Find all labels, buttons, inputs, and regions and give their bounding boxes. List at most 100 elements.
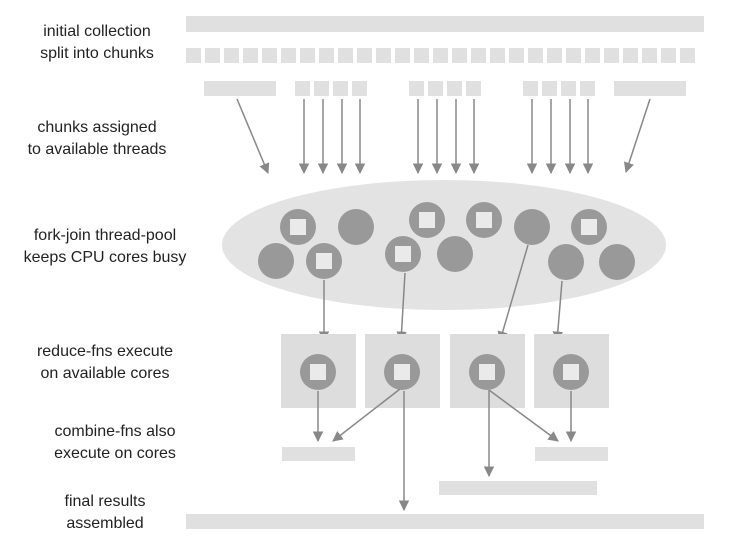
chunk-square	[680, 48, 695, 63]
chunk-square	[566, 48, 581, 63]
chunk-small	[447, 81, 462, 96]
chunk-small	[561, 81, 576, 96]
chunk-small	[542, 81, 557, 96]
core-idle	[599, 244, 635, 280]
chunk-square	[471, 48, 486, 63]
stage-label-line: execute on cores	[54, 445, 176, 462]
combine-result-bar	[535, 447, 608, 461]
chunk-row	[186, 48, 695, 63]
stage-label-combine: combine-fns also execute on cores	[25, 421, 205, 465]
stage-label-line: initial collection	[43, 23, 151, 40]
chunk-square	[224, 48, 239, 63]
chunk-square	[376, 48, 391, 63]
stage-label-line: chunks assigned	[37, 119, 157, 136]
combine-arrow	[488, 389, 559, 442]
stage-label-split: initial collection split into chunks	[7, 21, 187, 65]
chunk-small	[295, 81, 310, 96]
reduce-box	[534, 334, 609, 408]
chunk-small	[314, 81, 329, 96]
task-icon	[310, 364, 326, 380]
chunk-small	[466, 81, 481, 96]
stage-label-line: reduce-fns execute	[36, 343, 174, 360]
chunk-small	[352, 81, 367, 96]
chunk-group-right	[614, 81, 686, 96]
core-busy	[385, 236, 421, 272]
chunk-square	[395, 48, 410, 63]
chunk-square	[433, 48, 448, 63]
chunk-square	[414, 48, 429, 63]
reduce-box	[365, 334, 440, 408]
task-icon	[395, 246, 411, 262]
dispatch-arrow	[497, 244, 529, 343]
chunk-small	[409, 81, 424, 96]
chunk-small	[333, 81, 348, 96]
chunk-square	[528, 48, 543, 63]
core-idle	[338, 209, 374, 245]
chunk-square	[205, 48, 220, 63]
stage-label-line: to available threads	[27, 141, 167, 158]
combine-arrow	[332, 388, 401, 442]
chunk-square	[490, 48, 505, 63]
task-icon	[476, 212, 492, 228]
assign-arrow	[236, 98, 270, 174]
task-icon	[290, 219, 306, 235]
pool-cores	[258, 202, 635, 280]
chunk-square	[604, 48, 619, 63]
core-idle	[514, 209, 550, 245]
chunk-square	[452, 48, 467, 63]
chunk-square	[623, 48, 638, 63]
chunk-large	[204, 81, 276, 96]
reduce-box	[450, 334, 525, 408]
chunk-small	[428, 81, 443, 96]
chunk-small	[580, 81, 595, 96]
stage-label-line: assembled	[66, 515, 144, 532]
chunk-square	[585, 48, 600, 63]
chunk-square	[338, 48, 353, 63]
task-icon	[563, 364, 579, 380]
chunk-square	[509, 48, 524, 63]
chunk-square	[661, 48, 676, 63]
stage-label-reduce: reduce-fns execute on available cores	[15, 341, 195, 385]
chunk-square	[642, 48, 657, 63]
stage-label-line: combine-fns also	[54, 423, 176, 440]
assign-arrow	[623, 98, 651, 173]
chunk-square	[243, 48, 258, 63]
chunk-square	[300, 48, 315, 63]
core-busy	[571, 209, 607, 245]
combine-result-bar	[282, 447, 355, 461]
stage-label-line: split into chunks	[40, 45, 154, 62]
core-idle	[548, 244, 584, 280]
stage-label-line: fork-join thread-pool	[33, 227, 177, 244]
stage-label-line: keeps CPU cores busy	[23, 249, 187, 266]
core-busy	[409, 202, 445, 238]
task-icon	[419, 212, 435, 228]
core-busy	[466, 202, 502, 238]
chunk-group-4	[523, 81, 595, 96]
chunk-small	[523, 81, 538, 96]
stage-label-line: on available cores	[40, 365, 170, 382]
chunk-square	[281, 48, 296, 63]
chunk-group-left	[204, 81, 276, 96]
dispatch-arrow	[396, 272, 407, 343]
combine-result-bar	[439, 481, 597, 495]
dispatch-arrow	[552, 280, 564, 343]
task-icon	[316, 253, 332, 269]
final-result-bar	[186, 514, 704, 529]
core-idle	[437, 236, 473, 272]
core-busy	[280, 209, 316, 245]
initial-collection-bar	[186, 16, 704, 32]
chunk-square	[262, 48, 277, 63]
stage-label-pool: fork-join thread-pool keeps CPU cores bu…	[15, 225, 195, 269]
task-icon	[394, 364, 410, 380]
chunk-group-2	[295, 81, 367, 96]
stage-label-assign: chunks assigned to available threads	[7, 117, 187, 161]
chunk-square	[357, 48, 372, 63]
task-icon	[581, 219, 597, 235]
chunk-large	[614, 81, 686, 96]
task-icon	[479, 364, 495, 380]
chunk-square	[319, 48, 334, 63]
chunk-square	[186, 48, 201, 63]
stage-label-line: final results	[64, 493, 146, 510]
stage-label-final: final results assembled	[15, 491, 195, 535]
